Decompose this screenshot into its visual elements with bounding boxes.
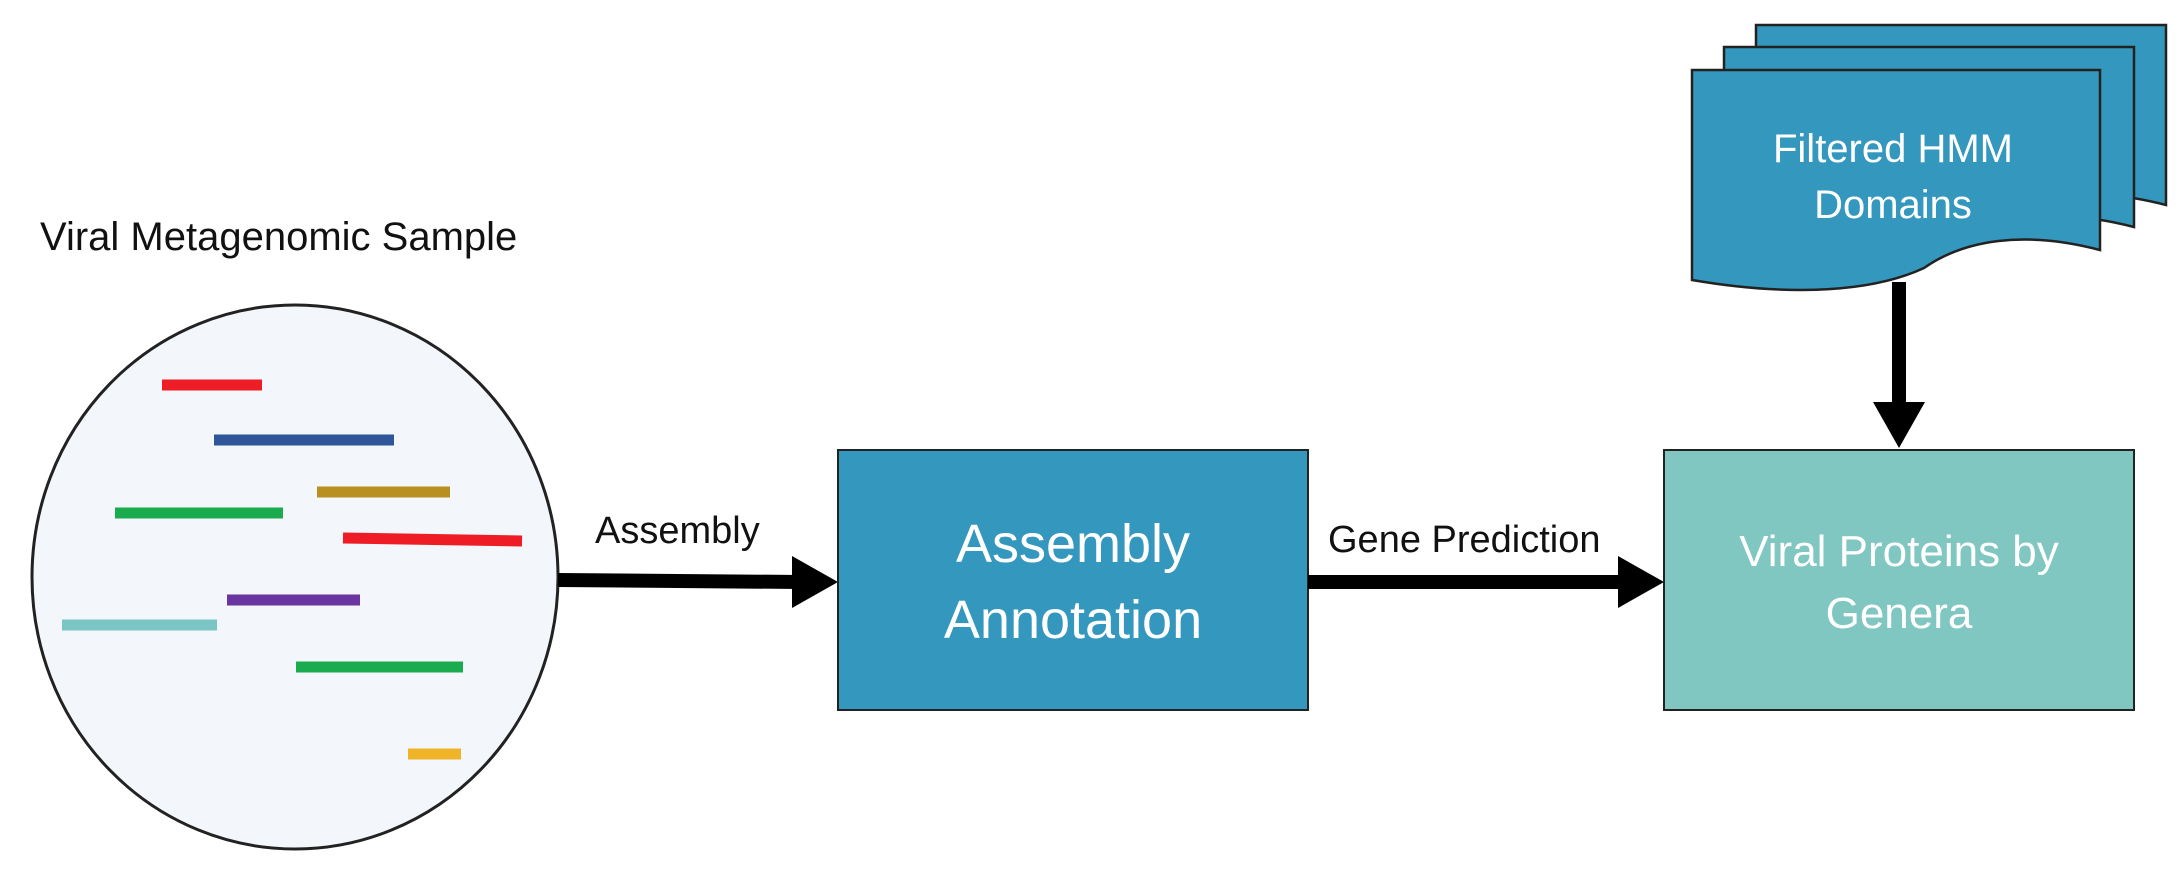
assembly-annotation-label-line2: Annotation (944, 590, 1202, 650)
assembly-arrow (557, 556, 838, 608)
gene-prediction-edge-label: Gene Prediction (1328, 519, 1601, 561)
document-front (1690, 68, 2102, 292)
sample-title: Viral Metagenomic Sample (40, 215, 517, 259)
assembly-annotation-label-line1: Assembly (956, 514, 1190, 574)
read-segments (62, 379, 523, 760)
read-segment (342, 532, 523, 547)
viral-proteins-box (1663, 449, 2135, 711)
hmm-to-proteins-arrow (1873, 282, 1925, 448)
assembly-annotation-box (837, 449, 1309, 711)
viral-proteins-label-line1: Viral Proteins by (1739, 527, 2059, 576)
hmm-domains-document-stack (1690, 23, 2168, 292)
assembly-edge-label: Assembly (595, 510, 760, 552)
gene-prediction-arrow (1308, 556, 1664, 608)
hmm-domains-label-line1: Filtered HMM (1773, 127, 2013, 171)
sample-circle (30, 303, 560, 851)
hmm-domains-label-line2: Domains (1814, 183, 1972, 227)
viral-proteins-label-line2: Genera (1826, 589, 1973, 638)
